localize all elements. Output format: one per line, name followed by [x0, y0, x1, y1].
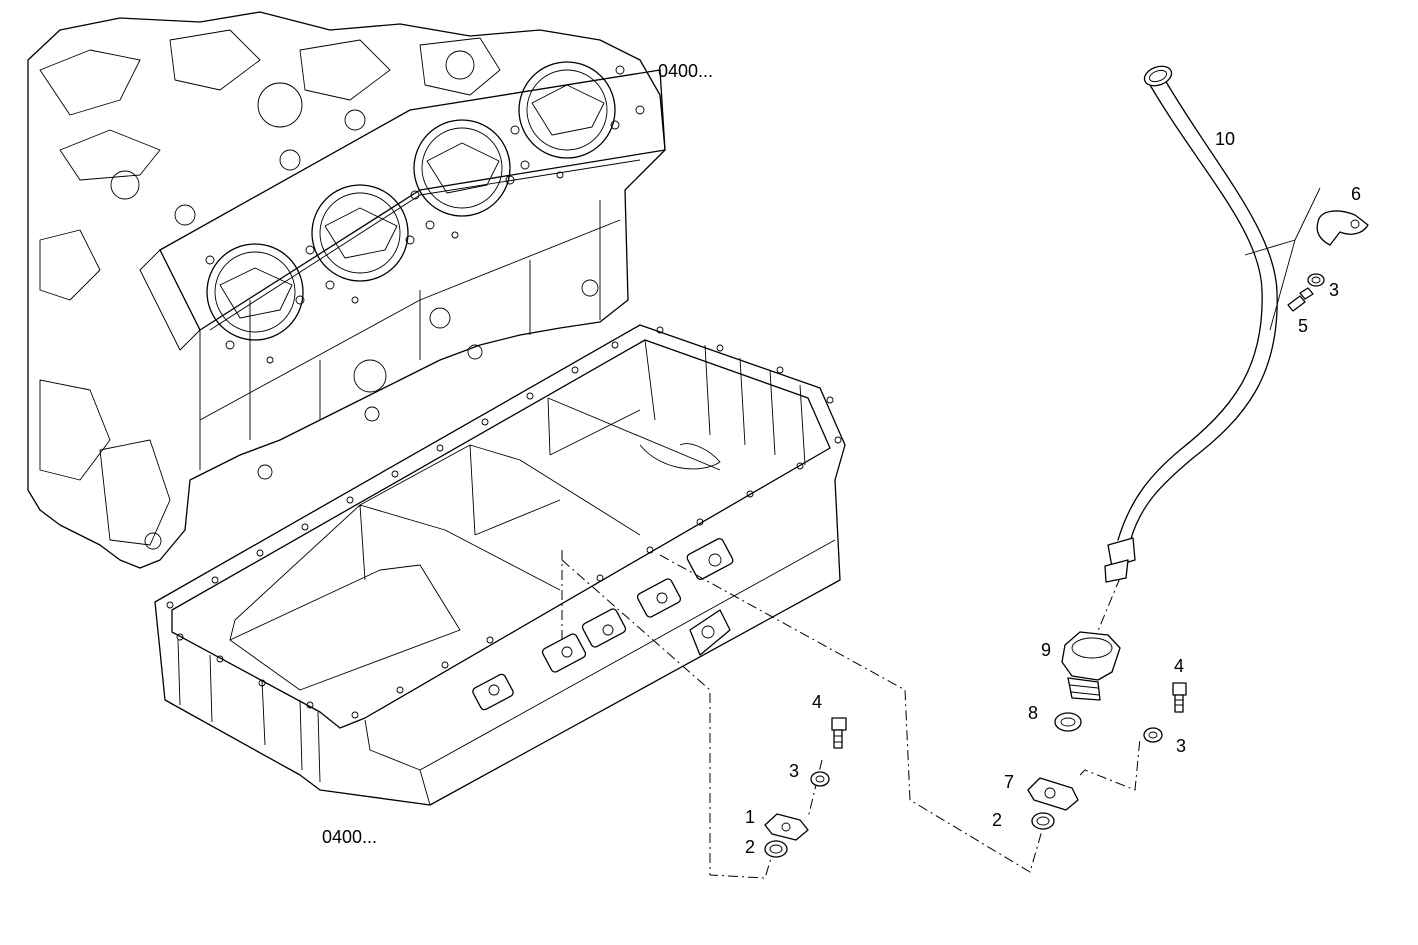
dipstick-tube [1104, 65, 1321, 583]
engine-block-reference: 0400... [658, 61, 713, 81]
flange-bolt-holes [166, 326, 842, 719]
part-label-9: 9 [1041, 640, 1051, 660]
washer-right [1143, 727, 1163, 743]
gasket-left [764, 840, 788, 858]
part-label-8: 8 [1028, 703, 1038, 723]
engine-block [27, 11, 666, 569]
oil-pan [154, 324, 846, 806]
part-label-2-right: 2 [992, 810, 1002, 830]
bolt-left [831, 717, 847, 749]
gasket-right [1031, 812, 1055, 830]
washer-left [810, 771, 830, 787]
washer-upper [1307, 273, 1325, 287]
part-label-7: 7 [1004, 772, 1014, 792]
adapter-fitting [1061, 631, 1121, 701]
bolt-upper [1287, 287, 1314, 312]
part-label-10: 10 [1215, 129, 1235, 149]
part-label-2-left: 2 [745, 837, 755, 857]
part-label-3-left: 3 [789, 761, 799, 781]
part-label-4-right: 4 [1174, 656, 1184, 676]
tube-clamp [1316, 210, 1369, 246]
flange-plate [1027, 777, 1079, 811]
part-label-3-upper: 3 [1329, 280, 1339, 300]
cover-plate [764, 813, 809, 841]
part-label-4-left: 4 [812, 692, 822, 712]
part-label-6: 6 [1351, 184, 1361, 204]
seal-ring [1054, 712, 1082, 732]
part-label-3-right: 3 [1176, 736, 1186, 756]
cylinder-bores [206, 61, 616, 341]
oil-pan-reference: 0400... [322, 827, 377, 847]
part-label-5: 5 [1298, 316, 1308, 336]
part-label-1: 1 [745, 807, 755, 827]
bolt-right [1172, 682, 1187, 713]
head-bolt-holes [205, 65, 645, 364]
